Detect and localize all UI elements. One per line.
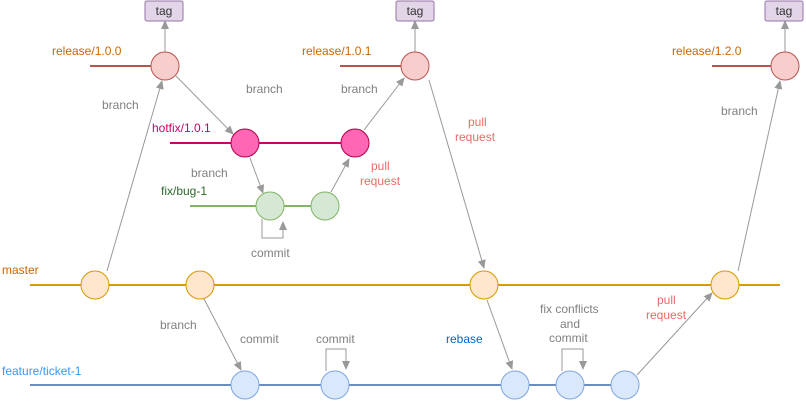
arrow-release100-to-hotfix	[175, 75, 234, 135]
master-node-4	[710, 270, 740, 300]
feature-node-4	[555, 370, 585, 400]
branch-label-fix-bug: fix/bug-1	[161, 184, 207, 198]
label-fix-conflicts: and	[560, 317, 580, 331]
commit-loop-bug	[261, 219, 287, 239]
arrow-hotfix-to-release101	[363, 77, 405, 131]
label-pull-request: request	[646, 308, 687, 322]
tag-label: tag	[407, 4, 424, 18]
label-pull-request: request	[455, 130, 496, 144]
branch-label-release-120: release/1.2.0	[672, 44, 742, 58]
tag-box	[764, 0, 804, 22]
label-branch: branch	[191, 166, 228, 180]
label-commit: commit	[251, 246, 290, 260]
label-pull-request: pull	[371, 159, 390, 173]
feature-node-5	[610, 370, 640, 400]
label-branch: branch	[102, 98, 139, 112]
branch-label-hotfix: hotfix/1.0.1	[152, 121, 211, 135]
label-pull-request: pull	[657, 293, 676, 307]
label-rebase: rebase	[446, 332, 483, 346]
arrow-master-to-release100	[106, 80, 164, 272]
feature-node-1	[230, 370, 260, 400]
label-commit: commit	[316, 332, 355, 346]
feature-node-2	[320, 370, 350, 400]
tag-label: tag	[776, 4, 793, 18]
label-branch: branch	[341, 82, 378, 96]
arrow-hotfix-to-bug	[249, 157, 264, 194]
tag-label: tag	[156, 4, 173, 18]
tag-box	[144, 0, 184, 22]
arrow-master-to-feature-rebase	[486, 299, 514, 370]
label-branch: branch	[160, 318, 197, 332]
fix-bug-node-2	[310, 191, 340, 221]
tag-box	[395, 0, 435, 22]
label-pull-request: pull	[468, 115, 487, 129]
arrow-master-to-feature	[203, 298, 242, 371]
branch-label-release-101: release/1.0.1	[302, 44, 372, 58]
label-branch: branch	[721, 104, 758, 118]
release-120-node	[770, 51, 800, 81]
feature-node-3	[500, 370, 530, 400]
arrow-bug-to-hotfix	[330, 158, 350, 193]
branch-label-master: master	[2, 263, 39, 277]
commit-loop-feature-2	[561, 348, 587, 371]
arrow-release101-to-master	[428, 79, 486, 269]
arrow-master-to-release120	[737, 80, 783, 272]
release-101-node	[400, 51, 430, 81]
release-100-node	[150, 51, 180, 81]
label-fix-conflicts: fix conflicts	[540, 302, 599, 316]
master-node-2	[185, 270, 215, 300]
label-commit: commit	[240, 332, 279, 346]
hotfix-node-1	[230, 128, 260, 158]
hotfix-node-2	[340, 128, 370, 158]
master-node-3	[469, 270, 499, 300]
branch-label-feature: feature/ticket-1	[2, 364, 82, 378]
commit-loop-feature-1	[325, 348, 350, 371]
label-pull-request: request	[360, 174, 401, 188]
label-branch: branch	[246, 82, 283, 96]
label-fix-conflicts: commit	[549, 331, 588, 345]
branch-label-release-100: release/1.0.0	[52, 44, 122, 58]
fix-bug-node-1	[255, 191, 285, 221]
arrow-feature-to-master	[636, 292, 713, 376]
master-node-1	[80, 270, 110, 300]
